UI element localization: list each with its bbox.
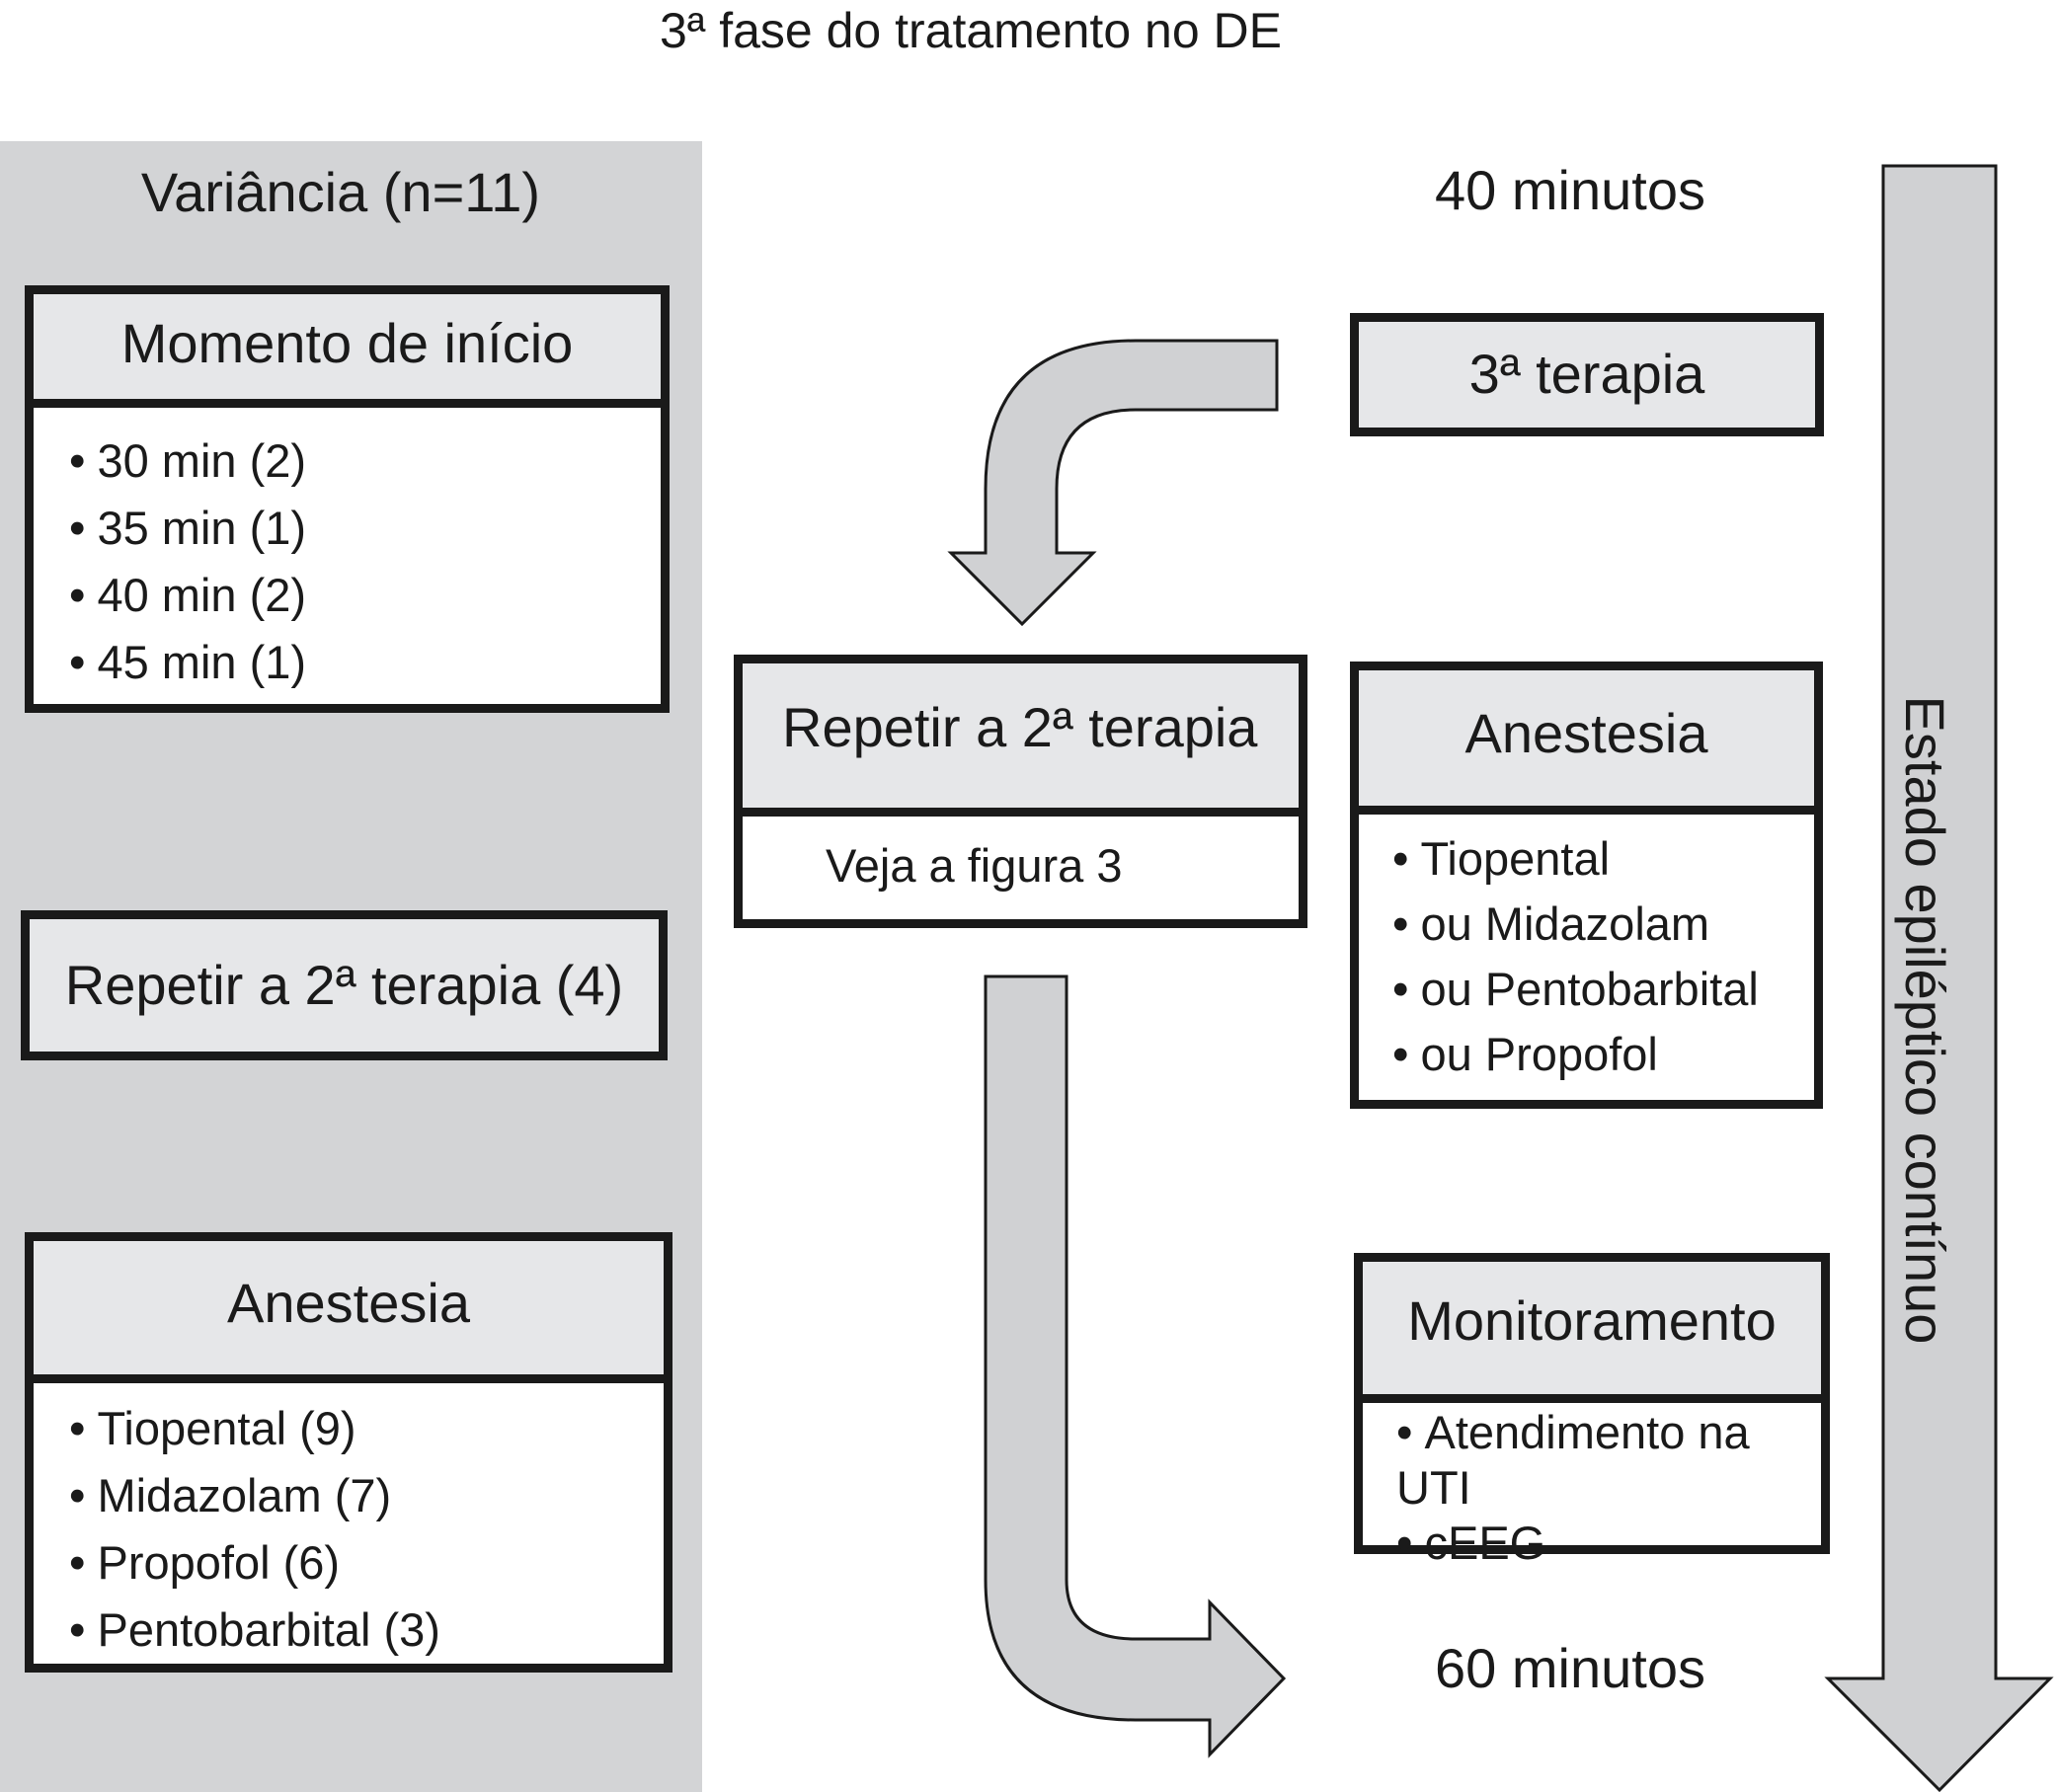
onset-list: 30 min (2) 35 min (1) 40 min (2) 45 min … xyxy=(34,408,661,696)
list-item: ou Pentobarbital xyxy=(1392,957,1814,1022)
list-item: Tiopental (9) xyxy=(69,1395,664,1462)
curved-arrow-down-right xyxy=(984,974,1287,1758)
list-item: 35 min (1) xyxy=(69,495,661,562)
list-item: Midazolam (7) xyxy=(69,1462,664,1529)
third-therapy-box: 3ª terapia xyxy=(1350,313,1824,436)
right-anesthesia-heading: Anestesia xyxy=(1359,670,1814,815)
onset-box: Momento de início 30 min (2) 35 min (1) … xyxy=(25,285,670,713)
curved-arrow-left-down xyxy=(947,339,1279,627)
right-anesthesia-box: Anestesia Tiopental ou Midazolam ou Pent… xyxy=(1350,662,1823,1109)
middle-repeat-heading: Repetir a 2ª terapia xyxy=(743,663,1299,817)
list-item: Tiopental xyxy=(1392,826,1814,892)
list-item: cEEG xyxy=(1396,1516,1791,1571)
variance-title: Variância (n=11) xyxy=(140,161,541,223)
monitoring-heading: Monitoramento xyxy=(1363,1262,1821,1403)
list-item: 30 min (2) xyxy=(69,428,661,495)
timeline-label: Estado epiléptico contínuo xyxy=(1894,696,1956,1345)
variance-repeat-box: Repetir a 2ª terapia (4) xyxy=(21,910,668,1060)
timeline-arrow xyxy=(1824,164,2054,1792)
list-item: Pentobarbital (3) xyxy=(69,1597,664,1664)
onset-heading: Momento de início xyxy=(34,294,661,408)
monitoring-list: Atendimento na UTI cEEG xyxy=(1363,1403,1811,1571)
list-item: 45 min (1) xyxy=(69,629,661,696)
third-therapy-label: 3ª terapia xyxy=(1468,343,1705,405)
list-item: 40 min (2) xyxy=(69,562,661,629)
middle-repeat-body: Veja a figura 3 xyxy=(826,839,1123,892)
figure-title: 3ª fase do tratamento no DE xyxy=(660,3,1282,58)
list-item: ou Propofol xyxy=(1392,1022,1814,1087)
variance-anesthesia-heading: Anestesia xyxy=(34,1241,664,1383)
variance-anesthesia-box: Anestesia Tiopental (9) Midazolam (7) Pr… xyxy=(25,1232,672,1673)
time-end: 60 minutos xyxy=(1435,1637,1705,1699)
middle-repeat-box: Repetir a 2ª terapia Veja a figura 3 xyxy=(734,655,1307,928)
list-item: Propofol (6) xyxy=(69,1529,664,1597)
list-item: ou Midazolam xyxy=(1392,892,1814,957)
monitoring-box: Monitoramento Atendimento na UTI cEEG xyxy=(1354,1253,1830,1569)
time-start: 40 minutos xyxy=(1435,159,1705,221)
variance-anesthesia-list: Tiopental (9) Midazolam (7) Propofol (6)… xyxy=(34,1383,664,1664)
right-anesthesia-list: Tiopental ou Midazolam ou Pentobarbital … xyxy=(1359,815,1814,1087)
list-item: Atendimento na UTI xyxy=(1396,1405,1791,1516)
variance-repeat-label: Repetir a 2ª terapia (4) xyxy=(64,954,624,1016)
